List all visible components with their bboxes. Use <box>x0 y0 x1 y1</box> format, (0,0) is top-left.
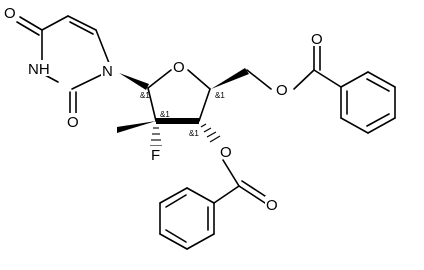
atom-o-carbonyl-5: O <box>311 31 323 48</box>
atom-o-ester-3: O <box>220 144 232 161</box>
c2-c3-bold-bond <box>156 118 199 124</box>
benzoyl-3 <box>159 159 269 250</box>
atom-o-uracil-c2: O <box>67 114 79 131</box>
uracil-ring <box>16 15 110 116</box>
atom-o-uracil-top: O <box>4 5 16 22</box>
atom-o-carbonyl-3: O <box>266 197 278 214</box>
atom-o-ester-5: O <box>276 82 288 99</box>
atom-n1: N <box>102 63 113 80</box>
c4-c5-wedge-bond <box>211 68 249 89</box>
stereo-label-c3: &1 <box>189 129 199 138</box>
methyl-wedge-bond <box>117 121 156 133</box>
atom-labels: O NH N O O O O O O F <box>3 4 325 214</box>
atom-o-ring: O <box>173 59 185 76</box>
c3-ester-hashed-bond <box>200 123 221 143</box>
atom-nh: NH <box>28 61 50 78</box>
benzoyl-5 <box>293 44 396 134</box>
stereo-label-c2: &1 <box>160 110 170 119</box>
fluorine-hashed-bond <box>150 127 162 147</box>
atom-fluorine: F <box>151 147 160 164</box>
stereo-label-c4: &1 <box>215 91 225 100</box>
n-glycosidic-wedge-bond <box>119 73 149 90</box>
stereo-label-c1: &1 <box>140 91 150 100</box>
stereo-labels: &1 &1 &1 &1 <box>140 91 225 138</box>
furanose-ring <box>147 69 211 122</box>
